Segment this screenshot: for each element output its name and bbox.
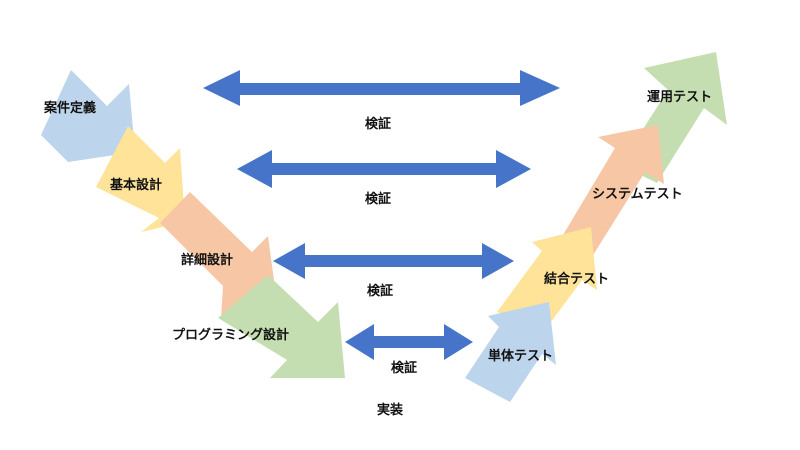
verify-label-3: 検証	[367, 284, 394, 299]
phase-label-programming: プログラミング設計	[172, 328, 290, 343]
phase-arrow-integration-test	[497, 227, 597, 330]
verify-arrow-2	[237, 150, 531, 188]
phase-label-requirements: 案件定義	[44, 101, 97, 116]
phase-label-basic-design: 基本設計	[110, 178, 163, 193]
verify-label-4: 検証	[391, 361, 418, 376]
phase-arrow-detail-design	[160, 192, 278, 319]
phase-label-operation-test: 運用テスト	[647, 90, 713, 105]
phase-label-system-test: システムテスト	[592, 187, 683, 202]
verify-arrow-4	[345, 324, 473, 360]
verify-arrow-3	[273, 243, 514, 279]
verify-arrow-1	[203, 70, 560, 106]
phase-arrow-basic-design	[96, 126, 185, 232]
phase-arrow-programming	[218, 275, 345, 378]
phase-label-detail-design: 詳細設計	[181, 253, 234, 268]
phase-arrow-requirements	[41, 70, 135, 162]
phase-label-unit-test: 単体テスト	[488, 349, 554, 364]
implementation-label: 実装	[377, 403, 404, 418]
verify-label-1: 検証	[365, 117, 392, 132]
verify-label-2: 検証	[365, 192, 392, 207]
phase-arrow-unit-test	[465, 302, 556, 402]
phase-label-integration-test: 結合テスト	[544, 272, 610, 287]
